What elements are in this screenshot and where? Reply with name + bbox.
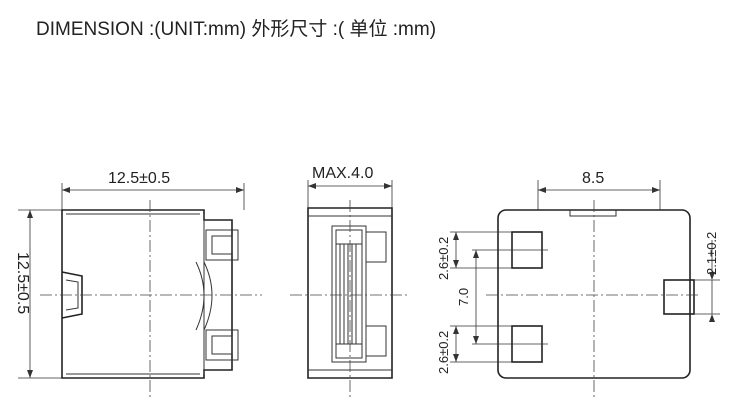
side-view: MAX.4.0 <box>290 165 410 400</box>
pad-width-label: 8.5 <box>582 170 604 187</box>
front-height-label: 12.5±0.5 <box>14 252 31 314</box>
side-thickness-label: MAX.4.0 <box>312 165 373 182</box>
side-pad-label: 2.1±0.2 <box>704 232 719 275</box>
pad-spacing-label: 7.0 <box>456 288 471 306</box>
front-width-label: 12.5±0.5 <box>108 170 170 187</box>
pad-bottom-label: 2.6±0.2 <box>436 331 451 374</box>
dimension-header: DIMENSION :(UNIT:mm) 外形尺寸 :( 单位 :mm) <box>36 19 437 40</box>
pad-top-label: 2.6±0.2 <box>436 237 451 280</box>
front-view: 12.5±0.5 12.5±0.5 <box>14 170 262 400</box>
pad-view: 8.5 2.6±0.2 7.0 2.6±0.2 <box>436 170 720 400</box>
